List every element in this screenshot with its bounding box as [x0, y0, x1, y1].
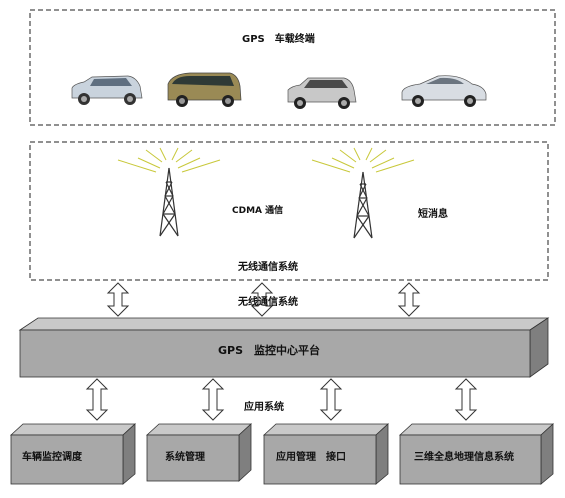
- sms-label: 短消息: [418, 209, 448, 220]
- double-arrow-1: [106, 282, 130, 317]
- radio-tower-icon-cdma: [117, 147, 221, 237]
- communication-panel: [29, 141, 549, 281]
- app-box-2: [145, 423, 253, 482]
- link-arrows-upper: [106, 282, 421, 317]
- link-arrows-lower: [85, 378, 478, 421]
- car-icon-suv-2: [287, 77, 357, 109]
- double-arrow-2: [250, 282, 274, 317]
- app-box-2-label: 系统管理: [165, 452, 205, 463]
- double-arrow-3: [397, 282, 421, 317]
- double-arrow-5: [201, 378, 225, 421]
- app-box-4: [398, 423, 555, 485]
- car-icon-van: [167, 72, 242, 107]
- app-box-4-label: 三维全息地理信息系统: [414, 452, 514, 463]
- double-arrow-7: [454, 378, 478, 421]
- cdma-label: CDMA 通信: [232, 206, 284, 216]
- radio-tower-icon-sms: [311, 147, 415, 239]
- gps-terminal-title: GPS 车载终端: [242, 34, 315, 45]
- app-box-3-label: 应用管理 接口: [276, 452, 346, 463]
- car-icon-sports: [401, 75, 487, 107]
- gps-terminal-panel: [29, 9, 556, 126]
- app-box-1-label: 车辆监控调度: [22, 452, 82, 463]
- app-box-3: [262, 423, 390, 485]
- app-system-label: 应用系统: [244, 402, 284, 413]
- monitoring-platform-box: [18, 317, 550, 378]
- app-box-1: [9, 423, 137, 485]
- car-icon-suv-1: [71, 75, 143, 105]
- comm-panel-bottom-label: 无线通信系统: [238, 262, 298, 273]
- platform-label: GPS 监控中心平台: [218, 344, 321, 357]
- link-label: 无线通信系统: [238, 297, 298, 308]
- double-arrow-4: [85, 378, 109, 421]
- double-arrow-6: [319, 378, 343, 421]
